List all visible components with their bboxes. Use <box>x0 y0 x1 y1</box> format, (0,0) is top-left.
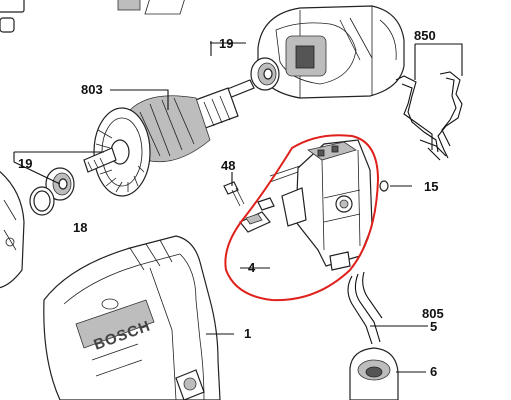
o-ring <box>29 186 55 216</box>
power-cable <box>347 271 383 345</box>
callout-803: 803 <box>81 82 103 97</box>
callout-805: 805 <box>422 306 444 321</box>
cable-clip <box>379 180 389 192</box>
callout-4: 4 <box>248 260 256 275</box>
switch-assembly <box>269 139 373 271</box>
callout-15: 15 <box>424 179 438 194</box>
left-housing-part <box>0 171 25 289</box>
callout-48: 48 <box>221 158 235 173</box>
field-housing <box>257 5 405 99</box>
bearing-top <box>250 57 280 91</box>
callout-19-top: 19 <box>219 36 233 51</box>
switch-small-parts <box>239 197 275 233</box>
top-left-small-part <box>0 0 185 33</box>
armature <box>83 79 255 197</box>
callout-6: 6 <box>430 364 437 379</box>
callout-5: 5 <box>430 319 437 334</box>
callout-850: 850 <box>414 28 436 43</box>
highlight-circle <box>224 134 380 302</box>
leader-lines <box>13 41 463 373</box>
callout-1: 1 <box>244 326 251 341</box>
brush-wires <box>395 71 463 161</box>
cable-strain-relief <box>349 347 399 400</box>
screw <box>223 181 245 207</box>
callout-19-left: 19 <box>18 156 32 171</box>
callout-18: 18 <box>73 220 87 235</box>
main-housing <box>43 235 221 400</box>
